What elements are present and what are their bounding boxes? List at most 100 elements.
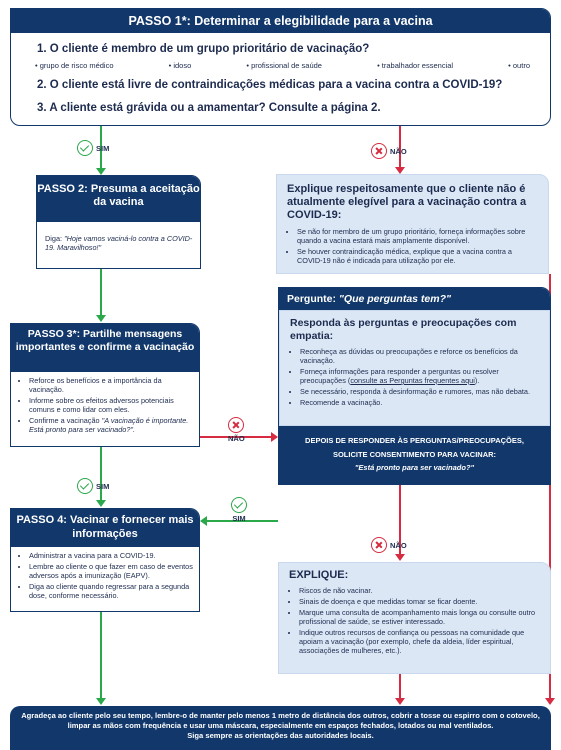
no-label: NÃO	[228, 434, 245, 443]
question-1: 1. O cliente é membro de um grupo priori…	[37, 43, 370, 55]
consent-footer: DEPOIS DE RESPONDER ÀS PERGUNTAS/PREOCUP…	[279, 426, 550, 484]
list-item-text: ).	[474, 376, 480, 385]
no-badge: NÃO	[228, 417, 245, 443]
ask-quote: "Que perguntas tem?"	[338, 293, 451, 305]
option-elderly: idoso	[169, 61, 191, 70]
check-icon	[231, 497, 247, 513]
list-item: Marque uma consulta de acompanhamento ma…	[299, 608, 540, 626]
list-item: Riscos de não vacinar.	[299, 586, 540, 595]
check-icon	[77, 140, 93, 156]
yes-label: SIM	[96, 143, 110, 153]
list-item: Se houver contraindicação médica, expliq…	[297, 247, 538, 265]
arrow-down-icon	[545, 698, 555, 705]
consent-quote: "Está pronto para ser vacinado?"	[354, 463, 475, 472]
confirm-quote: "A vacinação é importante. Está pronto p…	[29, 416, 189, 434]
option-health-worker: profissional de saúde	[246, 61, 322, 70]
not-eligible-box: Explique respeitosamente que o cliente n…	[276, 174, 549, 274]
ask-body: Responda às perguntas e preocupações com…	[279, 310, 550, 426]
explain-box: EXPLIQUE: Riscos de não vacinar. Sinais …	[278, 562, 551, 674]
connector-line	[100, 126, 102, 169]
ask-list: Reconheça as dúvidas ou preocupações e r…	[290, 347, 539, 407]
connector-line	[100, 612, 102, 699]
list-item: Recomende a vacinação.	[300, 398, 539, 407]
arrow-down-icon	[96, 315, 106, 322]
ask-prefix: Pergunte:	[287, 293, 339, 305]
no-badge: NÃO	[371, 143, 407, 159]
arrow-down-icon	[96, 500, 106, 507]
no-label: NÃO	[390, 540, 407, 550]
step4-box: PASSO 4: Vacinar e fornecer mais informa…	[10, 508, 200, 612]
not-eligible-list: Se não for membro de um grupo prioritári…	[287, 227, 538, 265]
explain-title: EXPLIQUE:	[289, 569, 349, 581]
list-item: Administrar a vacina para a COVID-19.	[29, 551, 195, 560]
yes-badge: SIM	[77, 478, 109, 494]
option-medical-risk: grupo de risco médico	[35, 61, 114, 70]
cross-icon	[228, 417, 245, 433]
step2-box: PASSO 2: Presuma a aceitação da vacina D…	[36, 175, 201, 269]
list-item-text: Forneça informações para responder a per…	[300, 367, 499, 385]
arrow-down-icon	[395, 167, 405, 174]
connector-line	[100, 269, 102, 316]
check-icon	[77, 478, 93, 494]
step3-body: Reforce os benefícios e a importância da…	[19, 376, 195, 436]
step3-title: PASSO 3*: Partilhe mensagens importantes…	[11, 324, 199, 372]
step1-title: PASSO 1*: Determinar a elegibilidade par…	[11, 9, 550, 33]
list-item: Se não for membro de um grupo prioritári…	[297, 227, 538, 245]
question-2: 2. O cliente está livre de contraindicaç…	[37, 79, 503, 91]
option-essential-worker: trabalhador essencial	[377, 61, 453, 70]
faq-link[interactable]: consulte as Perguntas frequentes aqui	[350, 376, 475, 385]
list-item: Informe sobre os efeitos adversos potenc…	[29, 396, 195, 414]
list-item: Se necessário, responda à desinformação …	[300, 387, 539, 396]
list-item: Confirme a vacinação "A vacinação é impo…	[29, 416, 195, 434]
priority-group-options: grupo de risco médico idoso profissional…	[35, 61, 530, 70]
list-item: Reconheça as dúvidas ou preocupações e r…	[300, 347, 539, 365]
step3-box: PASSO 3*: Partilhe mensagens importantes…	[10, 323, 200, 447]
step4-body: Administrar a vacina para a COVID-19. Le…	[19, 551, 195, 602]
step3-list: Reforce os benefícios e a importância da…	[19, 376, 195, 434]
confirm-prefix: Confirme a vacinação	[29, 416, 102, 425]
arrow-right-icon	[271, 432, 278, 442]
arrow-down-icon	[96, 168, 106, 175]
step4-title: PASSO 4: Vacinar e fornecer mais informa…	[11, 509, 199, 547]
explain-list: Riscos de não vacinar. Sinais de doença …	[289, 586, 540, 655]
closing-text: Agradeça ao cliente pelo seu tempo, lemb…	[21, 711, 540, 730]
yes-badge: SIM	[77, 140, 109, 156]
step2-body: Diga: "Hoje vamos vaciná-lo contra a COV…	[45, 234, 195, 252]
connector-line	[399, 126, 401, 168]
yes-label: SIM	[96, 481, 110, 491]
closing-guidance: Siga sempre as orientações das autoridad…	[187, 731, 374, 740]
list-item: Forneça informações para responder a per…	[300, 367, 539, 385]
option-other: outro	[508, 61, 530, 70]
ask-header: Pergunte: "Que perguntas tem?"	[279, 288, 550, 310]
arrow-down-icon	[395, 554, 405, 561]
connector-line	[200, 436, 271, 438]
arrow-down-icon	[395, 698, 405, 705]
ask-title: Responda às perguntas e preocupações com…	[290, 317, 517, 342]
consent-line-1: DEPOIS DE RESPONDER ÀS PERGUNTAS/PREOCUP…	[305, 436, 524, 445]
say-prefix: Diga:	[45, 234, 65, 243]
consent-line-2: SOLICITE CONSENTIMENTO PARA VACINAR:	[332, 450, 497, 459]
no-badge: NÃO	[371, 537, 407, 553]
yes-label: SIM	[232, 514, 246, 523]
connector-line	[399, 485, 401, 555]
list-item: Diga ao cliente quando regressar para a …	[29, 582, 195, 600]
cross-icon	[371, 143, 387, 159]
closing-banner: Agradeça ao cliente pelo seu tempo, lemb…	[10, 706, 551, 750]
arrow-left-icon	[200, 516, 207, 526]
question-3: 3. A cliente está grávida ou a amamentar…	[37, 102, 381, 114]
connector-line	[207, 520, 278, 522]
not-eligible-title: Explique respeitosamente que o cliente n…	[287, 183, 527, 221]
say-quote: "Hoje vamos vaciná-lo contra a COVID-19.…	[45, 234, 193, 252]
list-item: Sinais de doença e que medidas tomar se …	[299, 597, 540, 606]
arrow-down-icon	[96, 698, 106, 705]
list-item: Lembre ao cliente o que fazer em caso de…	[29, 562, 195, 580]
cross-icon	[371, 537, 387, 553]
connector-line	[549, 274, 551, 699]
ask-box: Pergunte: "Que perguntas tem?" Responda …	[278, 287, 551, 485]
list-item: Reforce os benefícios e a importância da…	[29, 376, 195, 394]
step4-list: Administrar a vacina para a COVID-19. Le…	[19, 551, 195, 600]
connector-line	[399, 674, 401, 699]
list-item: Indique outros recursos de confiança ou …	[299, 628, 540, 655]
step2-title: PASSO 2: Presuma a aceitação da vacina	[37, 176, 200, 222]
yes-badge: SIM	[231, 497, 247, 523]
